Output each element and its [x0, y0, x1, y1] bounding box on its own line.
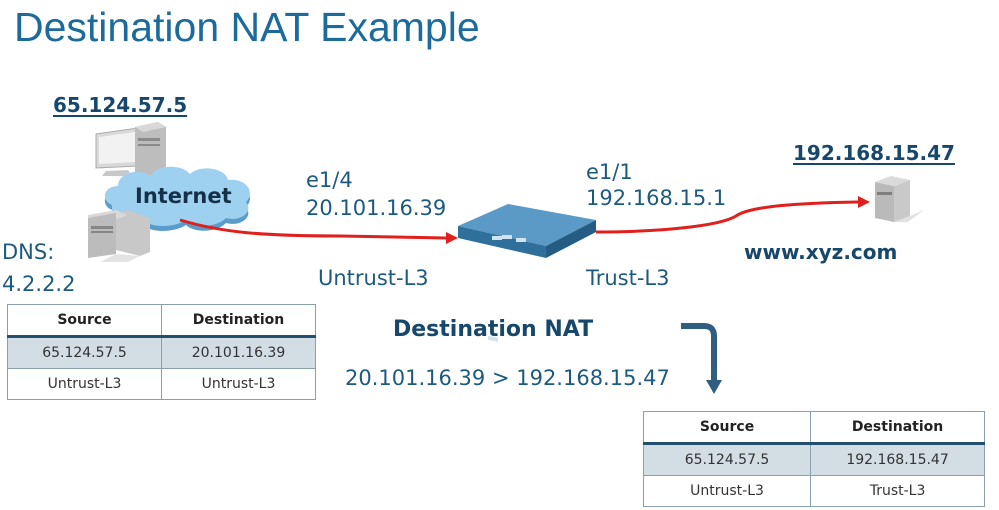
column-header-source: Source	[7, 304, 162, 338]
nat-translation-text: 20.101.16.39 > 192.168.15.47	[345, 366, 670, 390]
flow-line-inbound	[179, 218, 447, 240]
page-title: Destination NAT Example	[14, 4, 480, 50]
cell-source-ip: 65.124.57.5	[7, 336, 162, 369]
cell-source-zone: Untrust-L3	[642, 475, 812, 507]
firewall-appliance-icon	[458, 204, 596, 342]
cell-destination-zone: Untrust-L3	[161, 368, 316, 400]
cell-destination-ip: 192.168.15.47	[810, 443, 985, 476]
table-header-row: Source Destination	[7, 304, 316, 338]
untrust-ip-label: 20.101.16.39	[306, 196, 447, 220]
flow-arrowhead-outbound	[858, 196, 870, 208]
cell-source-ip: 65.124.57.5	[642, 443, 812, 476]
packet-table-before-nat: Source Destination 65.124.57.5 20.101.16…	[7, 304, 316, 400]
column-header-destination: Destination	[161, 304, 316, 338]
untrust-zone-label: Untrust-L3	[318, 266, 429, 290]
column-header-destination: Destination	[810, 411, 985, 445]
nat-down-arrowhead	[706, 380, 722, 394]
trust-interface-label: e1/1	[586, 160, 633, 184]
table-row: Untrust-L3 Trust-L3	[642, 475, 985, 507]
column-header-source: Source	[642, 411, 812, 445]
flow-line-outbound	[595, 200, 859, 234]
flow-arrowhead-inbound	[446, 232, 458, 244]
nat-rule-heading: Destination NAT	[393, 317, 594, 342]
cell-destination-zone: Trust-L3	[810, 475, 985, 507]
web-server-icon	[875, 176, 924, 222]
client-computer-icon	[95, 122, 166, 177]
server-ip-label: 192.168.15.47	[793, 141, 955, 165]
client-ip-label: 65.124.57.5	[53, 93, 188, 117]
cell-destination-ip: 20.101.16.39	[161, 336, 316, 369]
packet-table-after-nat: Source Destination 65.124.57.5 192.168.1…	[642, 411, 985, 507]
table-row: 65.124.57.5 192.168.15.47	[642, 443, 985, 476]
nat-down-arrow	[681, 323, 717, 382]
server-hostname-label: www.xyz.com	[744, 240, 898, 264]
table-row: 65.124.57.5 20.101.16.39	[7, 336, 316, 369]
trust-zone-label: Trust-L3	[586, 266, 670, 290]
table-header-row: Source Destination	[642, 411, 985, 445]
dns-server-icon	[88, 210, 150, 262]
dns-ip-label: 4.2.2.2	[2, 272, 76, 296]
trust-ip-label: 192.168.15.1	[586, 186, 727, 210]
untrust-interface-label: e1/4	[306, 168, 353, 192]
dns-label: DNS:	[2, 240, 55, 264]
cell-source-zone: Untrust-L3	[7, 368, 162, 400]
internet-label: Internet	[135, 184, 232, 208]
table-row: Untrust-L3 Untrust-L3	[7, 368, 316, 400]
